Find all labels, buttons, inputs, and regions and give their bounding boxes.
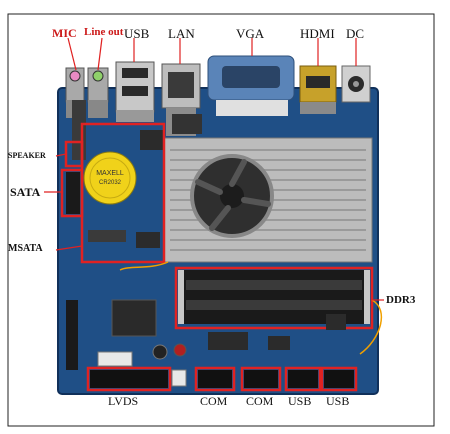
chip-c [88, 230, 126, 242]
dc-port [341, 65, 371, 103]
leader-msata [55, 245, 83, 251]
svg-text:CR2032: CR2032 [99, 180, 122, 186]
label-usb-top: USB [124, 26, 150, 41]
chip-f [268, 336, 290, 350]
fan-header [171, 369, 187, 387]
svg-text:MAXELL: MAXELL [96, 170, 124, 177]
label-lan: LAN [168, 26, 195, 41]
label-com-2: COM [246, 394, 274, 408]
chip-e [208, 332, 248, 350]
outer-frame [7, 13, 435, 427]
usb-header-1 [284, 366, 322, 392]
usb-header-2 [320, 366, 358, 392]
chip-d [172, 114, 202, 134]
label-usb-2: USB [326, 394, 350, 408]
line-out-port [87, 67, 109, 118]
chip-b [136, 232, 160, 248]
label-dc: DC [346, 26, 365, 41]
com-header-2 [240, 366, 282, 392]
label-vga: VGA [236, 26, 265, 41]
highlight-sata [60, 168, 84, 218]
label-mic: MIC [52, 26, 77, 40]
capacitor-a [152, 344, 168, 360]
leader-lineout [97, 37, 103, 71]
label-sata: SATA [10, 185, 41, 199]
leader-speaker [55, 153, 67, 157]
label-speaker: SPEAKER [8, 151, 46, 160]
cmos-battery: MAXELL CR2032 [83, 151, 137, 205]
fan-wire [119, 261, 169, 271]
vga-port [207, 55, 295, 116]
label-msata: MSATA [8, 243, 43, 254]
chipset [111, 299, 157, 337]
label-lvds: LVDS [108, 394, 139, 408]
fan-wire-2 [359, 299, 383, 355]
io-chip [72, 100, 86, 160]
chip-a [140, 130, 164, 150]
left-pin-header [66, 300, 78, 370]
power-header [97, 351, 133, 367]
usb-port-top [115, 61, 155, 122]
highlight-ddr3 [174, 266, 374, 330]
lvds-header [86, 366, 172, 392]
hdmi-port [299, 65, 337, 114]
label-line-out: Line out [84, 26, 124, 38]
chip-g [326, 314, 346, 330]
label-com-1: COM [200, 394, 228, 408]
com-header-1 [194, 366, 236, 392]
capacitor-b [173, 343, 187, 357]
cpu-heatsink [163, 137, 373, 263]
label-ddr3: DDR3 [386, 294, 416, 306]
leader-mic [67, 37, 77, 71]
label-usb-1: USB [288, 394, 312, 408]
sata-connector [66, 172, 80, 214]
label-hdmi: HDMI [300, 26, 335, 41]
